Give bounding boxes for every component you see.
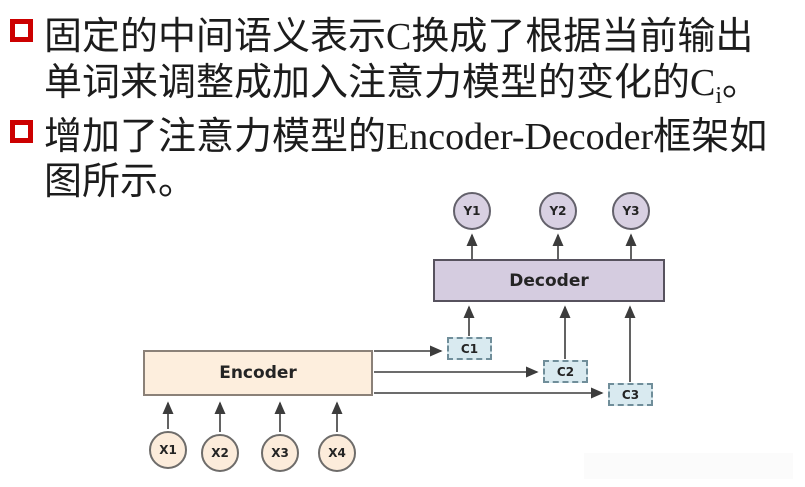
bullet1-line2-tail: 。 (722, 62, 761, 104)
output-label: Y2 (549, 204, 567, 218)
input-label: X2 (211, 446, 229, 460)
output-node-y1: Y1 (453, 192, 491, 230)
output-node-y2: Y2 (539, 192, 577, 230)
context-label: C2 (556, 364, 575, 379)
decoder-box: Decoder (433, 259, 665, 302)
bullet-square-icon (10, 19, 33, 42)
input-label: X1 (159, 443, 177, 457)
context-label: C3 (621, 387, 640, 402)
output-node-y3: Y3 (612, 192, 650, 230)
decoder-label: Decoder (509, 270, 589, 291)
bullet1-line1: 固定的中间语义表示C换成了根据当前输出 (44, 16, 754, 58)
input-node-x4: X4 (318, 434, 356, 472)
bullet2-line2: 图所示。 (44, 161, 197, 203)
context-node-c2: C2 (543, 360, 588, 383)
context-node-c1: C1 (447, 337, 492, 360)
context-node-c3: C3 (608, 383, 653, 406)
input-label: X4 (328, 446, 346, 460)
bullet2-line1: 增加了注意力模型的Encoder-Decoder框架如 (44, 116, 768, 158)
bullet1-line2-main: 单词来调整成加入注意力模型的变化的C (44, 62, 716, 104)
input-label: X3 (271, 446, 289, 460)
watermark-block (584, 453, 793, 479)
output-label: Y1 (463, 204, 481, 218)
context-label: C1 (460, 341, 479, 356)
encoder-label: Encoder (219, 363, 297, 383)
input-node-x3: X3 (261, 434, 299, 472)
bullet-square-icon (10, 120, 33, 143)
encoder-box: Encoder (143, 350, 373, 396)
bullet1-line2-subscript: i (715, 83, 723, 109)
input-node-x2: X2 (201, 434, 239, 472)
output-label: Y3 (622, 204, 640, 218)
input-node-x1: X1 (149, 431, 187, 469)
bullet1-line2: 单词来调整成加入注意力模型的变化的Ci。 (44, 60, 761, 109)
